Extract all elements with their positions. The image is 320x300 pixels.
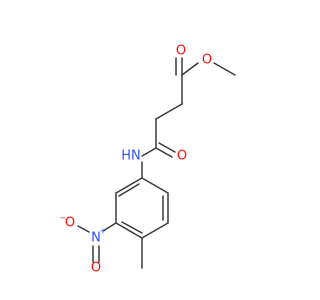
- atom-o-nitro-double: O: [91, 261, 101, 276]
- bond-chain-2: [155, 103, 183, 120]
- atom-o-amide: O: [177, 149, 187, 164]
- bond-ring-6: [141, 177, 169, 194]
- bond-amide-c-double-o-2: [158, 142, 176, 153]
- bond-amide-c-double-o: [155, 147, 173, 158]
- atom-n-nitro-charge: +: [100, 227, 107, 236]
- bond-ring-1-inner: [118, 183, 140, 197]
- atom-n-nitro: N: [91, 231, 101, 246]
- bond-ring-3: [115, 222, 143, 239]
- atom-o-ester-carbonyl: O: [176, 44, 186, 59]
- bond-ring-4: [141, 222, 169, 239]
- bond-n-o-minus: [77, 225, 90, 233]
- bonds: [77, 57, 236, 269]
- bond-ring-nitro: [102, 222, 117, 232]
- atom-labels: O O O HN N + O − O: [60, 44, 212, 276]
- bond-ring-1: [115, 177, 143, 194]
- atom-o-nitro-minus-charge: −: [60, 214, 67, 223]
- bond-o-carbonyl-c: [181, 62, 199, 76]
- bond-amide-c-n: [141, 147, 157, 157]
- atom-n-amide: HN: [121, 149, 141, 164]
- bond-methyl-o: [213, 62, 236, 76]
- atom-o-ester-ether: O: [202, 53, 212, 68]
- atom-o-nitro-minus: O: [65, 216, 75, 231]
- bond-ring-3-inner: [121, 221, 143, 234]
- chemical-structure-diagram: O O O HN N + O − O: [60, 44, 236, 276]
